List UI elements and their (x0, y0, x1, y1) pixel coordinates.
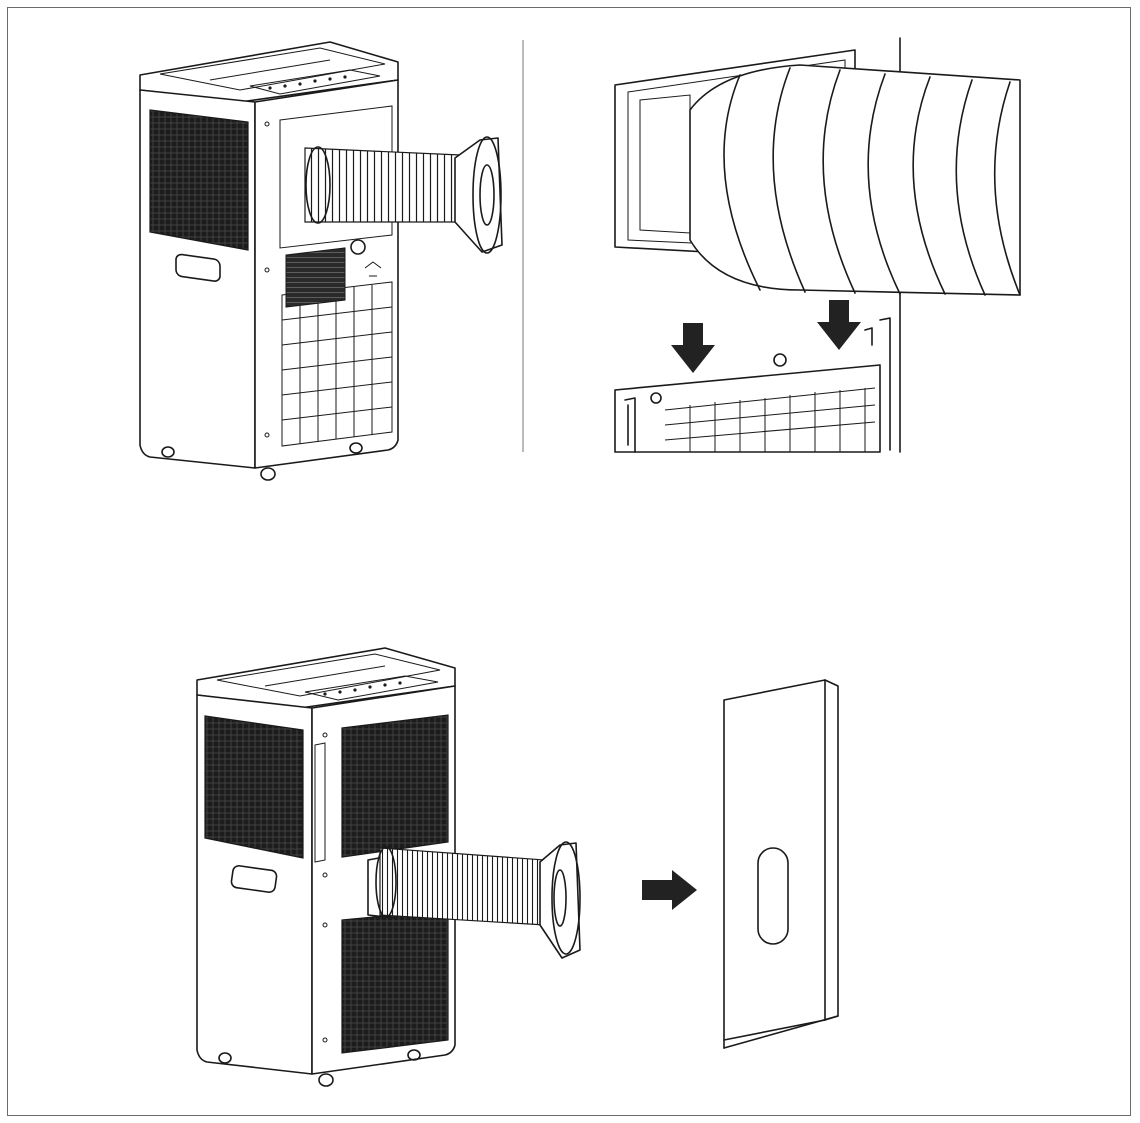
wheels (161, 442, 363, 481)
window-slider-panel (723, 679, 839, 1049)
carry-handle (175, 253, 221, 282)
wheels-2 (218, 1049, 421, 1087)
figure-frame (7, 7, 1131, 1116)
side-air-grille (149, 109, 249, 251)
panel-unit-with-hose (139, 41, 503, 481)
exhaust-hose-2 (367, 841, 581, 959)
exhaust-hose (304, 136, 503, 254)
arrow-down-left (671, 323, 715, 373)
control-buttons-2 (323, 681, 402, 696)
control-buttons (268, 75, 347, 90)
side-air-grille-2 (204, 715, 304, 859)
panel-unit-with-hose-and-window-kit (196, 647, 581, 1087)
panel-hose-attach-detail (614, 37, 1021, 453)
hose-ribs (723, 67, 1021, 296)
detail-grille (664, 387, 876, 452)
front-upper-grille (341, 714, 449, 858)
front-lower-filter-grid (281, 285, 393, 444)
front-lower-grille (341, 909, 449, 1054)
hose-slot (757, 847, 789, 945)
arrow-right (642, 870, 697, 910)
arrow-down-right (817, 300, 861, 350)
